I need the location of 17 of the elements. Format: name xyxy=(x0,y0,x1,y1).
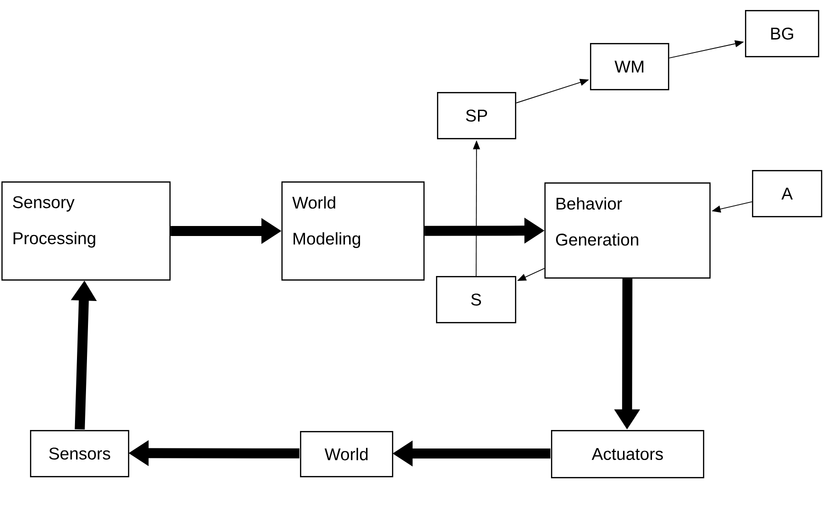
process-box: Sensors xyxy=(30,430,130,478)
process-box: World xyxy=(300,431,394,478)
process-box: WM xyxy=(590,43,670,90)
process-box: SP xyxy=(437,92,516,140)
process-box: Actuators xyxy=(551,430,704,478)
arrow xyxy=(392,440,550,466)
arrow xyxy=(170,218,282,244)
arrow xyxy=(424,218,544,244)
process-box: A xyxy=(752,170,822,218)
process-box: S xyxy=(436,276,516,324)
arrow xyxy=(128,440,300,466)
process-box: BG xyxy=(745,10,820,58)
process-box: World Modeling xyxy=(281,181,425,281)
arrow xyxy=(70,280,97,430)
process-box: Sensory Processing xyxy=(1,181,171,281)
arrow xyxy=(614,278,640,430)
process-box: Behavior Generation xyxy=(544,182,711,279)
